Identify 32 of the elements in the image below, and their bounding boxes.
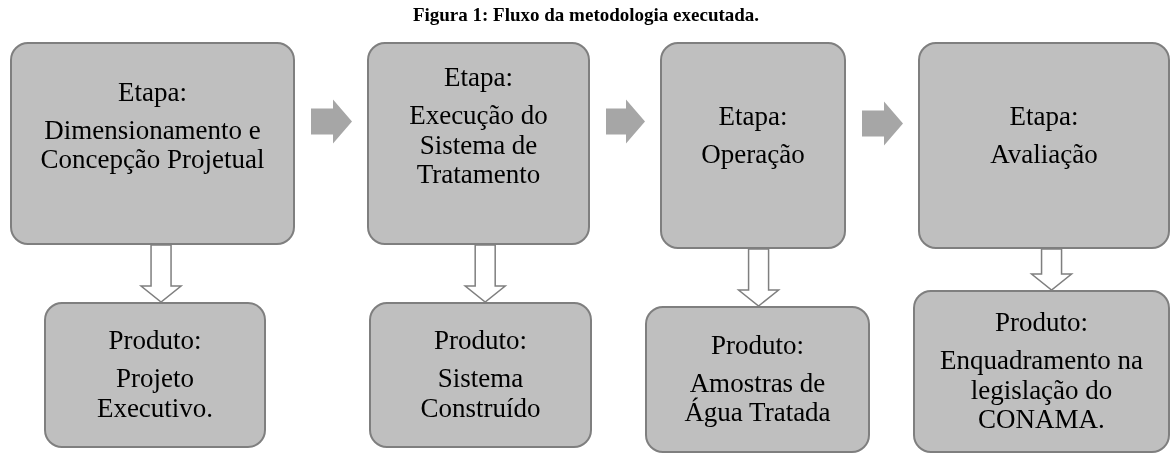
box-text: Dimensionamento e Concepção Projetual	[39, 115, 266, 176]
box-heading: Produto:	[711, 330, 804, 361]
box-text: Execução do Sistema de Tratamento	[408, 100, 549, 190]
box-text: Amostras de Água Tratada	[683, 368, 832, 429]
product-box	[913, 290, 1170, 453]
box-heading: Produto:	[108, 326, 202, 357]
box-heading: Produto:	[434, 326, 527, 357]
stage-box	[10, 42, 295, 245]
hollow-down-arrow	[1029, 248, 1074, 291]
hollow-down-arrow	[463, 244, 508, 303]
box-heading: Etapa:	[718, 101, 788, 132]
box-text: Sistema Construído	[419, 364, 542, 424]
hollow-down-arrow	[138, 244, 184, 303]
product-box	[44, 302, 266, 448]
box-heading: Etapa:	[444, 63, 513, 93]
block-arrow	[311, 99, 352, 144]
box-heading: Etapa:	[118, 77, 187, 108]
hollow-down-arrow	[736, 248, 781, 307]
box-text: Projeto Executivo.	[95, 364, 215, 424]
product-box	[369, 302, 592, 448]
stage-box	[660, 42, 846, 249]
stage-box	[367, 42, 590, 245]
box-text: Operação	[701, 139, 805, 170]
block-arrow	[862, 101, 903, 146]
figure-title: Figura 1: Fluxo da metodologia executada.	[412, 4, 760, 26]
block-arrow	[606, 99, 645, 144]
product-box	[645, 306, 870, 453]
box-text: Enquadramento na legislação do CONAMA.	[939, 345, 1144, 435]
box-text: Avaliação	[990, 139, 1098, 170]
box-heading: Produto:	[995, 308, 1088, 338]
box-heading: Etapa:	[1009, 101, 1079, 132]
stage-box	[918, 42, 1170, 249]
